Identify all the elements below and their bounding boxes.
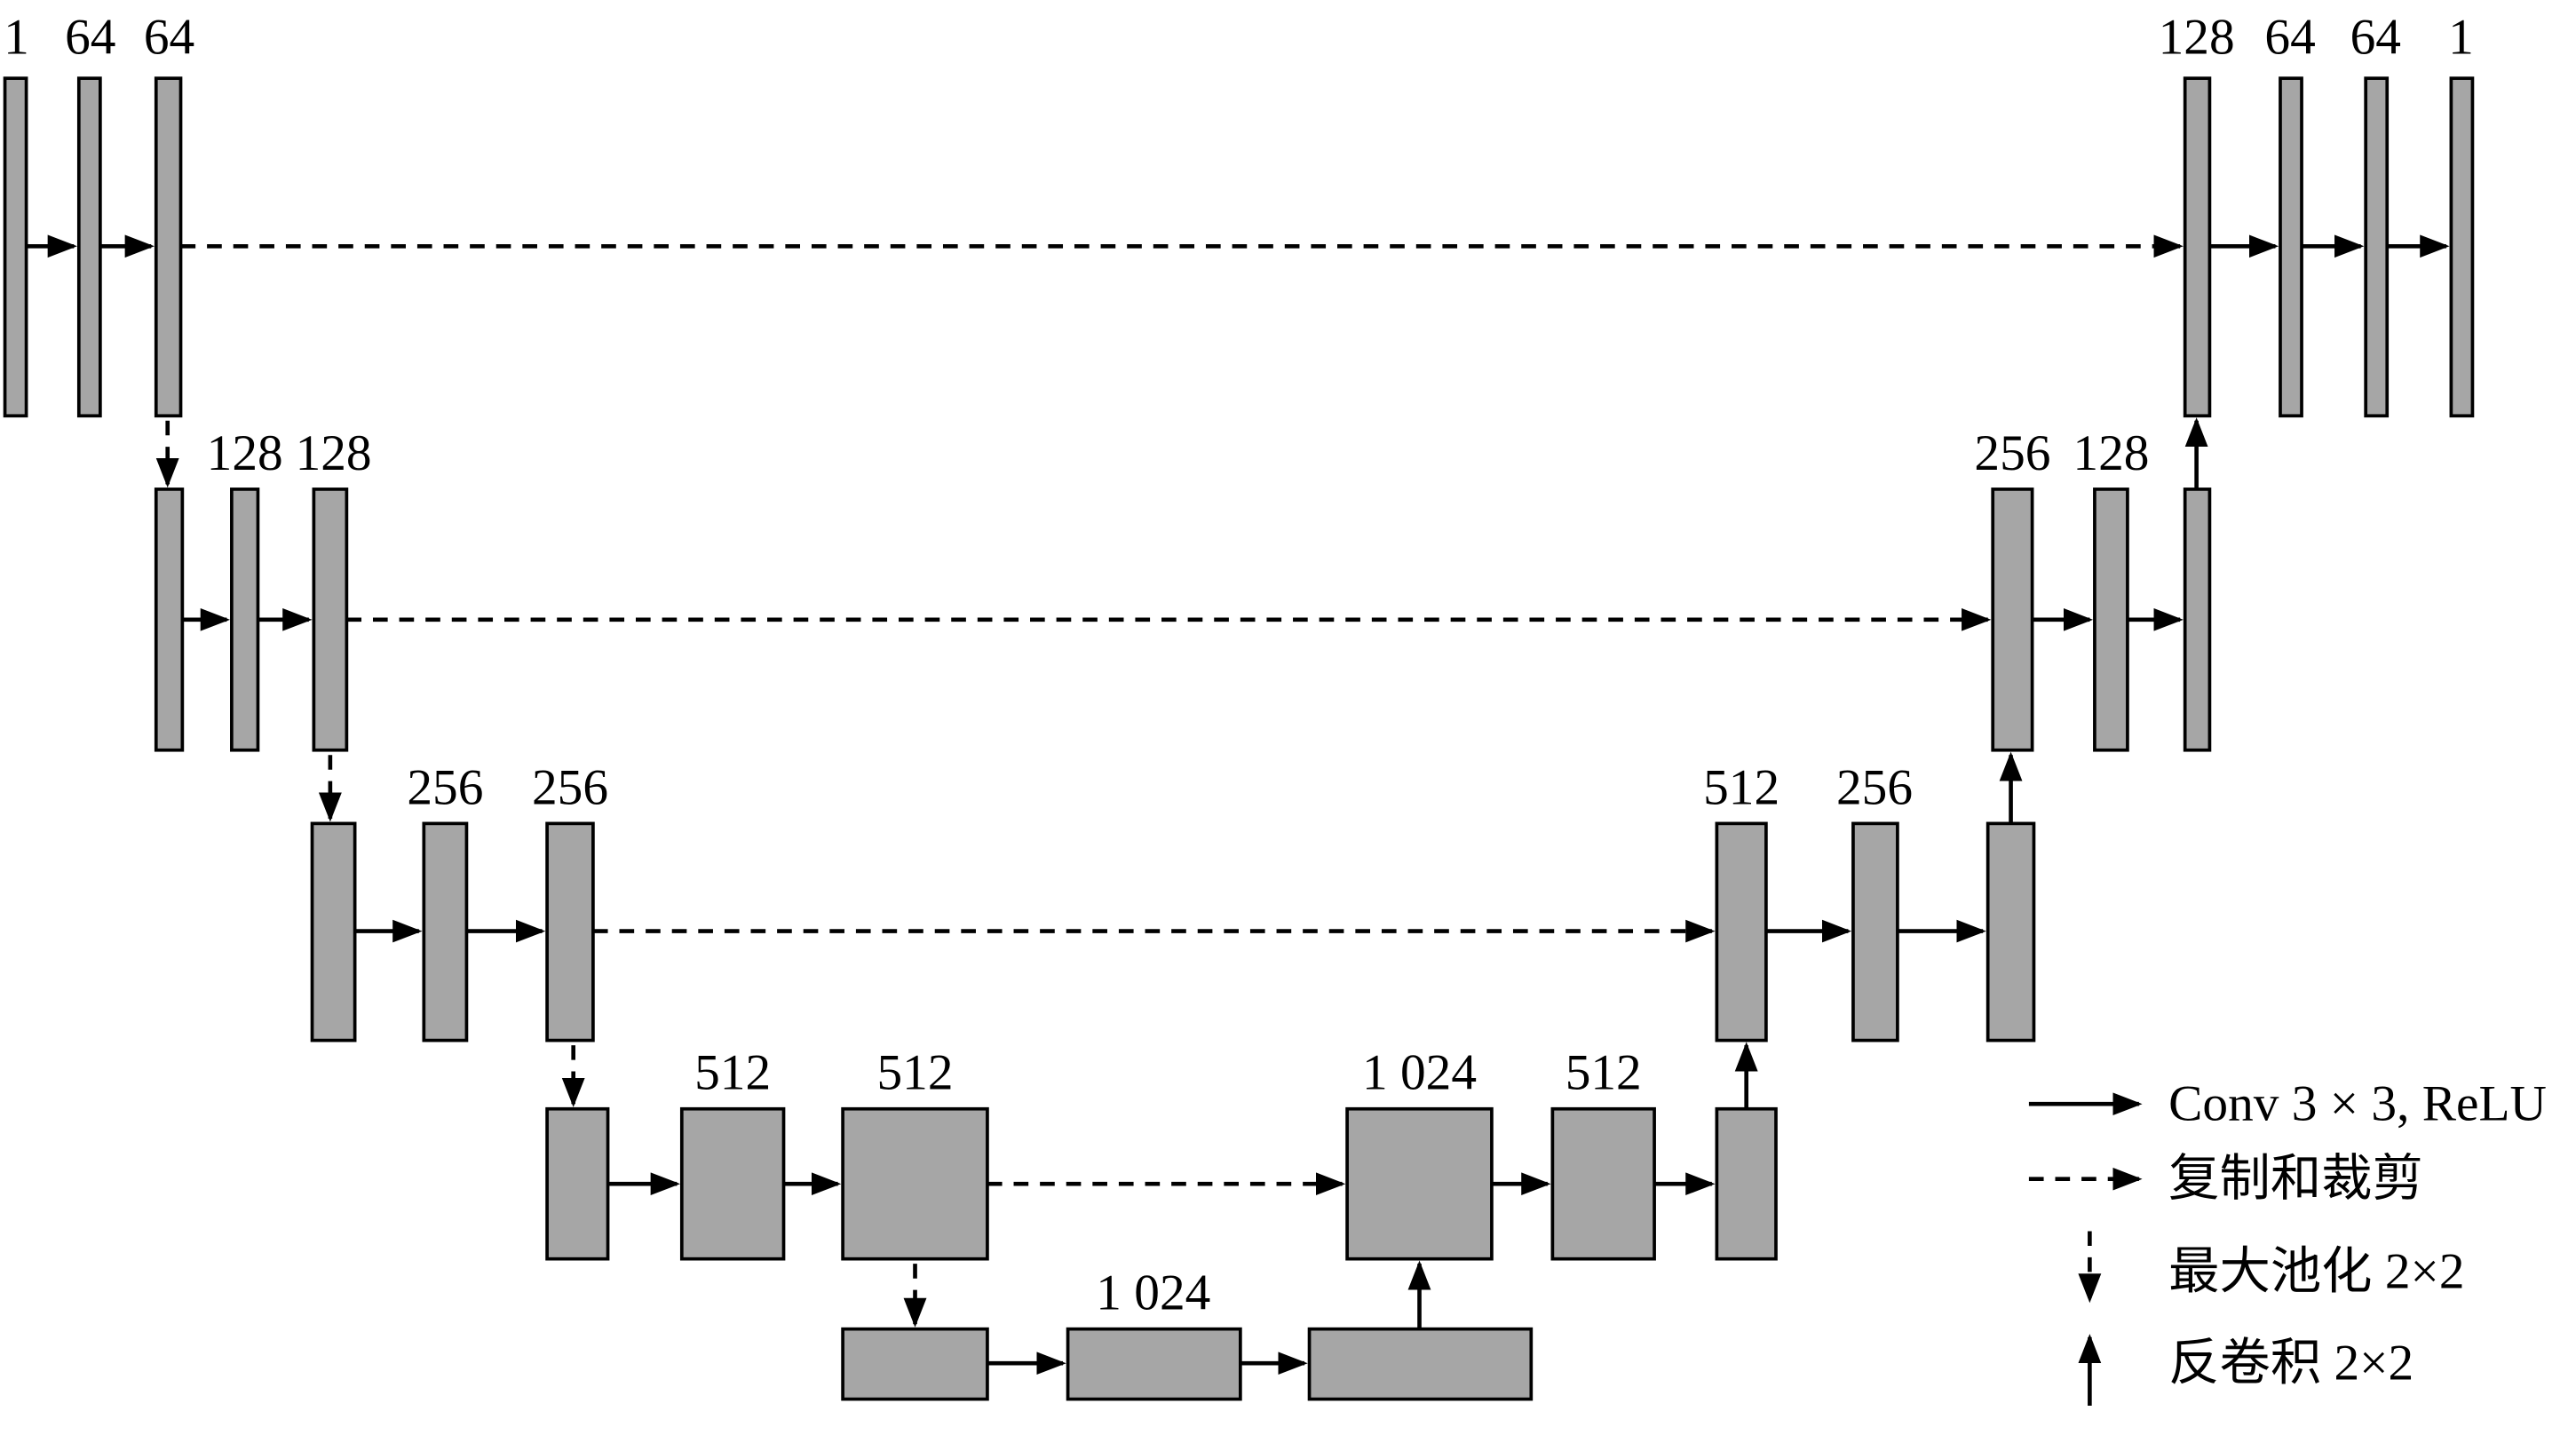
- channel-label: 512: [694, 1045, 771, 1101]
- encoder-level-3: [310, 821, 595, 1043]
- decoder-level-2: [1991, 488, 2212, 752]
- channel-label: 1: [2448, 10, 2474, 66]
- feature-map: [841, 1106, 989, 1261]
- feature-map: [2183, 488, 2212, 752]
- feature-map: [154, 76, 183, 418]
- channel-label: 64: [2350, 10, 2401, 66]
- channel-label: 64: [65, 10, 115, 66]
- maxpool-arrows: [155, 420, 927, 1328]
- upconv-arrows: [1407, 417, 2208, 1329]
- bottleneck-level-5: [841, 1327, 1534, 1401]
- decoder-level-1: [2183, 76, 2475, 418]
- feature-map: [1851, 821, 1899, 1043]
- channel-label: 1 024: [1096, 1265, 1210, 1321]
- legend-conv-label: Conv 3 × 3, ReLU: [2168, 1076, 2547, 1132]
- encoder-level-1: [3, 76, 183, 418]
- legend-maxpool-label: 最大池化 2×2: [2168, 1244, 2464, 1300]
- legend-upconv-label: 反卷积 2×2: [2168, 1336, 2414, 1391]
- channel-label: 256: [532, 760, 608, 816]
- conv-arrows: [26, 234, 2450, 1376]
- channel-label: 256: [1974, 425, 2050, 481]
- feature-map: [2279, 76, 2303, 418]
- channel-label: 256: [407, 760, 483, 816]
- feature-map: [679, 1106, 786, 1261]
- feature-map: [545, 821, 595, 1043]
- feature-map: [545, 1106, 610, 1261]
- feature-map: [2093, 488, 2129, 752]
- channel-label: 128: [2159, 10, 2235, 66]
- feature-map: [1715, 821, 1768, 1043]
- feature-map: [3, 76, 28, 418]
- channel-label: 1: [4, 10, 29, 66]
- feature-map: [2183, 76, 2212, 418]
- feature-map: [422, 821, 469, 1043]
- channel-label: 256: [1836, 760, 1913, 816]
- feature-map: [230, 488, 260, 752]
- feature-map: [1345, 1106, 1494, 1261]
- feature-map: [2364, 76, 2390, 418]
- channel-label: 512: [1565, 1045, 1642, 1101]
- feature-map: [1307, 1327, 1534, 1401]
- decoder-level-4: [1345, 1106, 1778, 1261]
- feature-map: [154, 488, 185, 752]
- feature-map: [1991, 488, 2034, 752]
- channel-label: 64: [2264, 10, 2315, 66]
- channel-label: 128: [2073, 425, 2149, 481]
- feature-map: [841, 1327, 989, 1401]
- channel-labels: 1 64 64 128 64 64 1 128 128 256 128 256 …: [4, 10, 2474, 1321]
- channel-label: 64: [144, 10, 194, 66]
- channel-label: 512: [1703, 760, 1779, 816]
- feature-map: [1066, 1327, 1242, 1401]
- legend: Conv 3 × 3, ReLU 复制和裁剪 最大池化 2×2 反卷积 2×2: [2028, 1076, 2547, 1406]
- channel-label: 512: [877, 1045, 954, 1101]
- copy-crop-arrows: [180, 234, 2184, 1196]
- channel-label: 128: [296, 425, 372, 481]
- legend-copy-label: 复制和裁剪: [2168, 1151, 2423, 1207]
- channel-label: 1 024: [1362, 1045, 1477, 1101]
- feature-map: [1550, 1106, 1656, 1261]
- feature-map: [312, 488, 349, 752]
- feature-map: [1715, 1106, 1778, 1261]
- feature-map: [310, 821, 357, 1043]
- feature-map: [76, 76, 102, 418]
- channel-label: 128: [207, 425, 283, 481]
- encoder-level-2: [154, 488, 349, 752]
- decoder-level-3: [1715, 821, 2036, 1043]
- feature-map: [2449, 76, 2475, 418]
- encoder-level-4: [545, 1106, 989, 1261]
- feature-map: [1986, 821, 2036, 1043]
